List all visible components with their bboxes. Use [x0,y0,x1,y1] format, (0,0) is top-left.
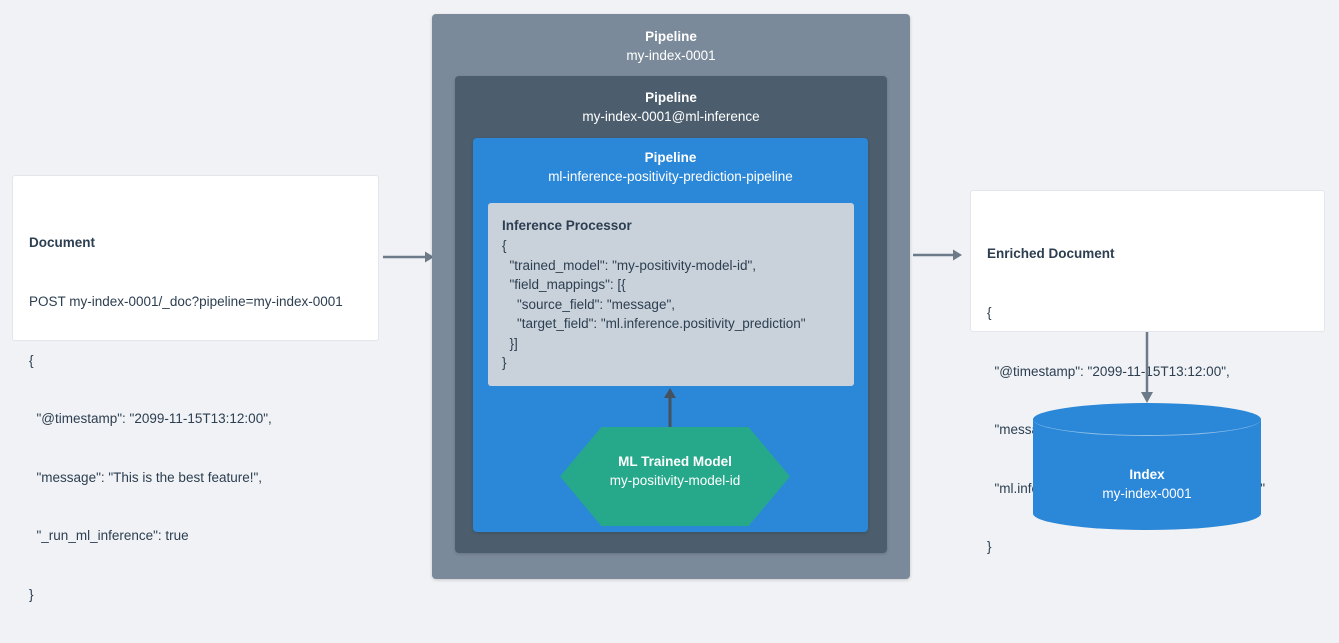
document-body-line: "@timestamp": "2099-11-15T13:12:00", [29,411,272,426]
inference-processor-line: "field_mappings": [{ [502,277,626,292]
index-cylinder: Index my-index-0001 [1033,403,1261,530]
index-label-group: Index my-index-0001 [1033,465,1261,503]
enriched-document-line: } [987,539,992,554]
arrow-document-to-pipeline-icon [383,251,434,263]
ml-trained-model-hexagon: ML Trained Model my-positivity-model-id [560,427,790,526]
inference-processor-title: Inference Processor [502,218,632,233]
inference-processor-line: { [502,238,507,253]
enriched-document-line: { [987,305,992,320]
arrow-enriched-to-index-icon [1141,332,1153,403]
enriched-document-line: "@timestamp": "2099-11-15T13:12:00", [987,363,1230,379]
pipeline-outer-name: my-index-0001 [626,48,716,63]
document-card-title: Document [29,235,96,250]
inference-processor-line: "trained_model": "my-positivity-model-id… [502,257,757,273]
document-body-line: "_run_ml_inference": true [29,528,189,543]
pipeline-middle-header: Pipeline my-index-0001@ml-inference [455,76,887,126]
inference-processor-line: "target_field": "ml.inference.positivity… [502,316,806,331]
document-body-line: } [29,586,34,602]
inference-processor-line: "source_field": "message", [502,296,675,312]
arrow-pipeline-to-enriched-icon [913,249,962,261]
pipeline-inner-name: ml-inference-positivity-prediction-pipel… [548,169,793,184]
index-title: Index [1129,467,1165,482]
enriched-document-title: Enriched Document [987,246,1115,261]
arrow-model-to-processor-icon [664,388,676,428]
ml-trained-model-title: ML Trained Model [618,454,732,469]
document-request-line: POST my-index-0001/_doc?pipeline=my-inde… [29,294,343,309]
ml-trained-model-name: my-positivity-model-id [609,473,741,488]
enriched-document-card: Enriched Document { "@timestamp": "2099-… [970,190,1325,554]
document-body-line: "message": "This is the best feature!", [29,469,263,485]
diagram-canvas: Document POST my-index-0001/_doc?pipelin… [12,14,1325,602]
pipeline-inner-kind: Pipeline [644,150,697,165]
cylinder-top-ellipse [1033,403,1261,436]
pipeline-outer-kind: Pipeline [645,29,697,44]
pipeline-middle-kind: Pipeline [645,90,697,105]
inference-processor-line: }] [502,335,518,351]
pipeline-inner-header: Pipeline ml-inference-positivity-predict… [473,138,868,186]
pipeline-middle-name: my-index-0001@ml-inference [582,109,760,124]
inference-processor-line: } [502,355,507,370]
pipeline-outer-header: Pipeline my-index-0001 [432,14,910,65]
inference-processor-box: Inference Processor { "trained_model": "… [488,203,854,386]
index-name: my-index-0001 [1102,486,1192,501]
document-body-line: { [29,352,34,368]
document-card: Document POST my-index-0001/_doc?pipelin… [12,175,379,602]
